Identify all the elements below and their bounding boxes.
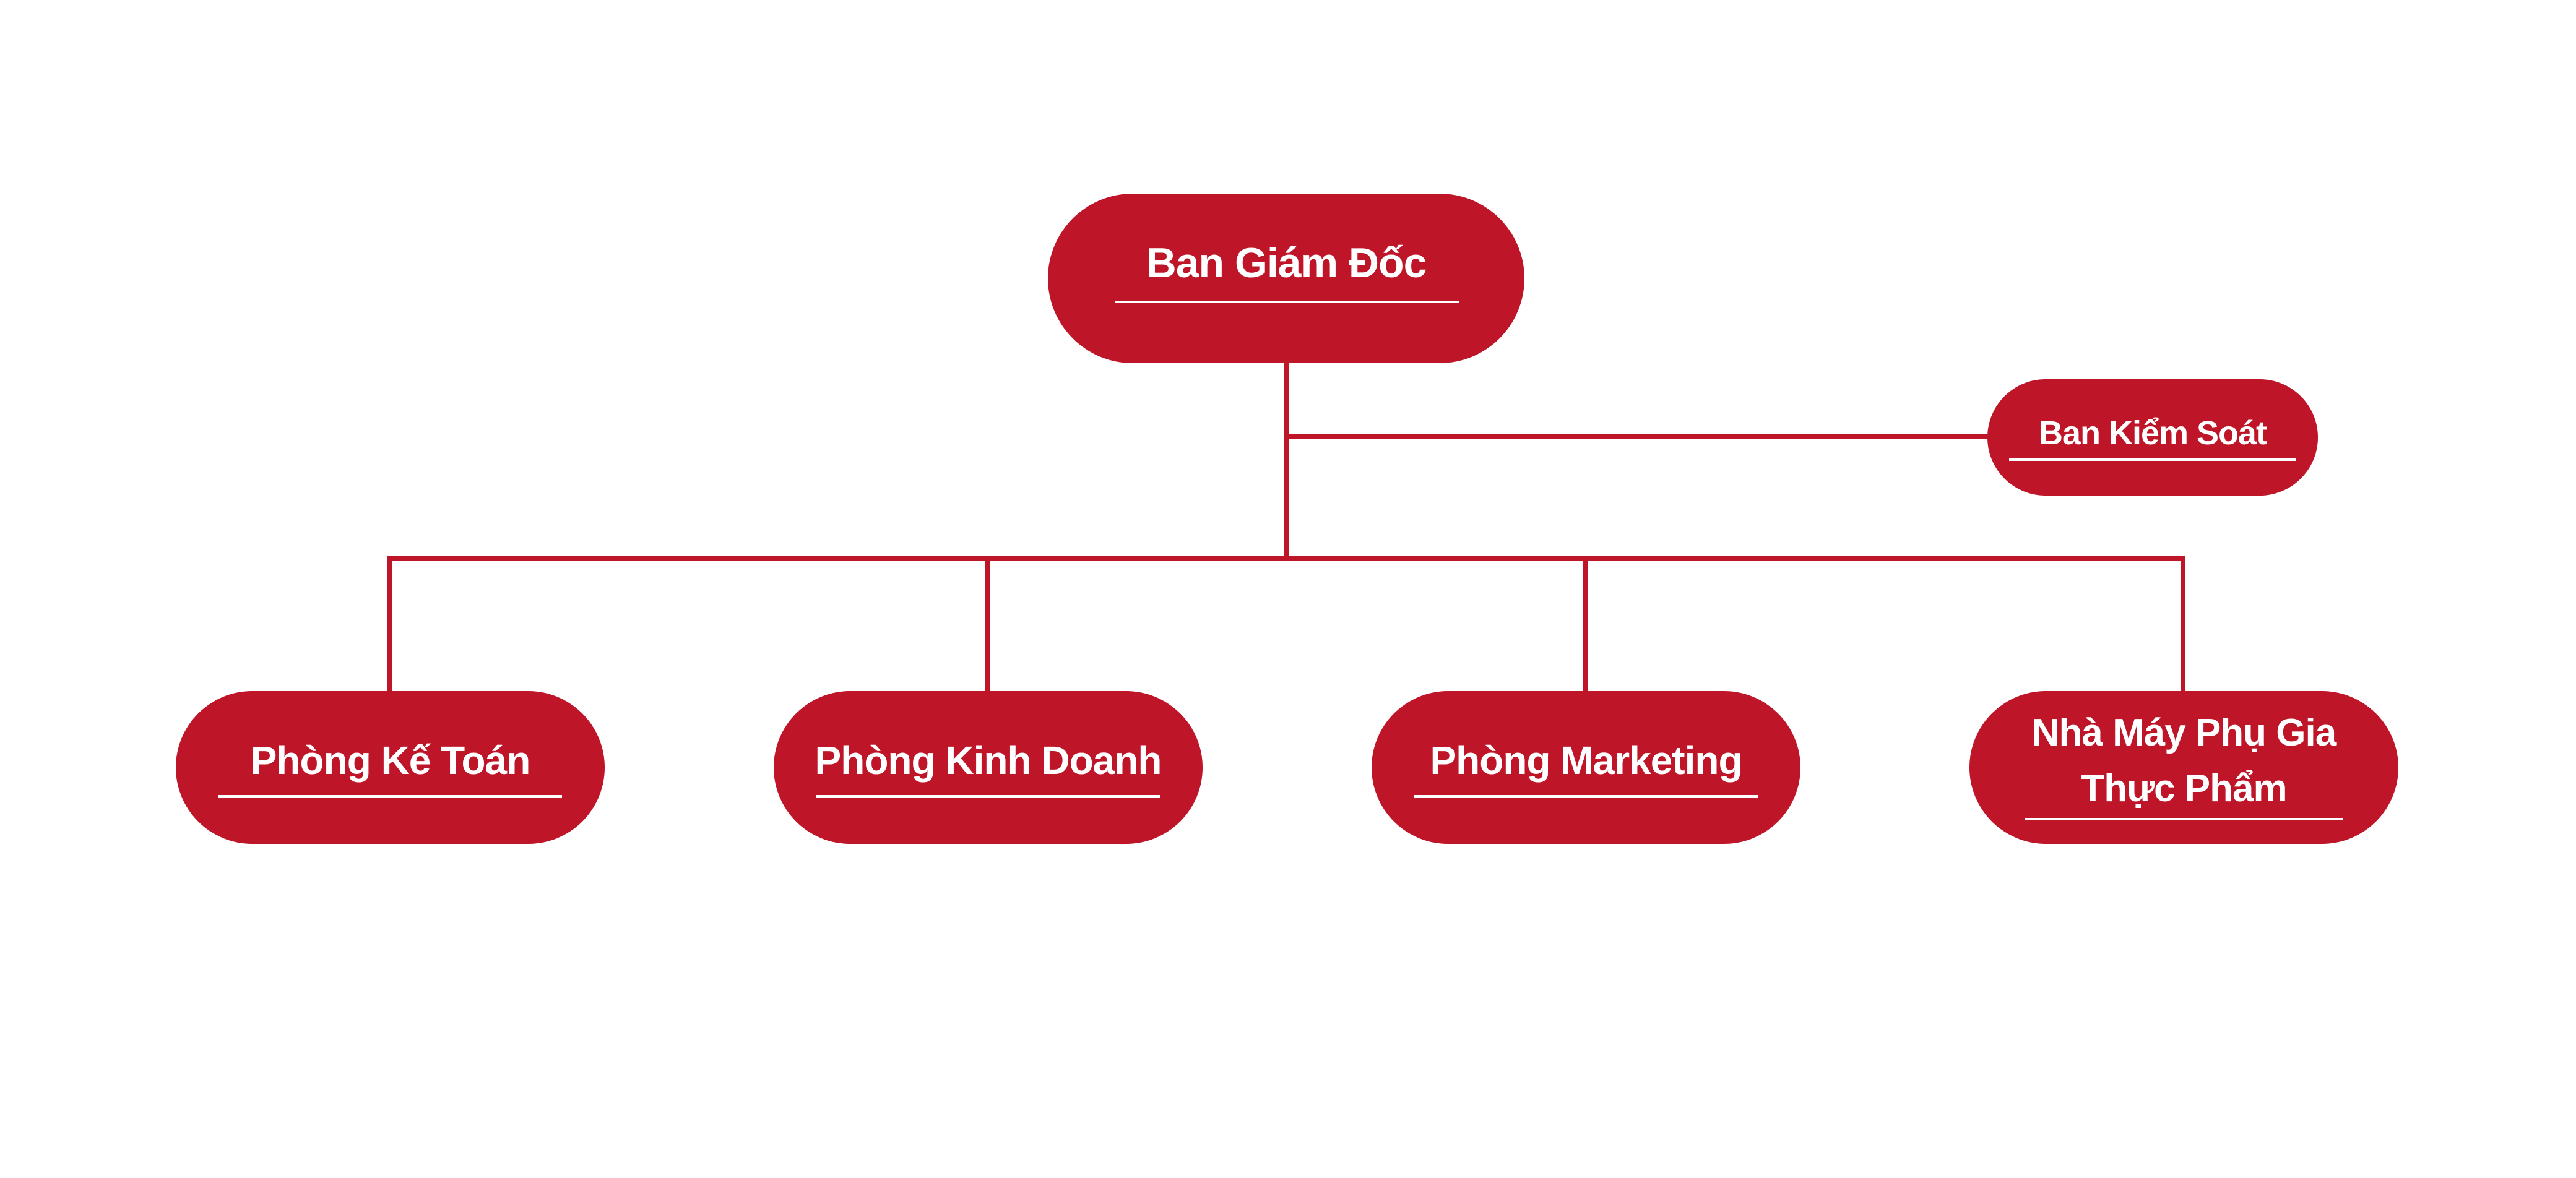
node-accounting: Phòng Kế Toán	[176, 691, 605, 844]
node-label-line2: Thực Phẩm	[2081, 767, 2287, 810]
connector-sales	[985, 556, 990, 693]
connector-control	[1287, 434, 1992, 439]
connector-factory	[2181, 556, 2185, 693]
node-marketing: Phòng Marketing	[1372, 691, 1800, 844]
label-underline	[2009, 458, 2296, 461]
label-underline	[1414, 795, 1758, 798]
label-underline	[816, 795, 1160, 798]
connector-marketing	[1583, 556, 1588, 693]
node-director: Ban Giám Đốc	[1048, 194, 1524, 363]
node-control: Ban Kiểm Soát	[1987, 379, 2318, 496]
node-factory: Nhà Máy Phụ Gia Thực Phẩm	[1969, 691, 2398, 844]
connector-departments-bar	[387, 556, 2185, 561]
connector-accounting	[387, 556, 392, 693]
node-label: Phòng Marketing	[1430, 738, 1742, 783]
node-label: Ban Giám Đốc	[1146, 239, 1427, 286]
node-label: Ban Kiểm Soát	[2038, 415, 2267, 452]
node-label: Phòng Kinh Doanh	[815, 738, 1162, 783]
label-underline	[218, 795, 562, 798]
node-label-line1: Nhà Máy Phụ Gia	[2031, 712, 2336, 754]
node-label: Phòng Kế Toán	[250, 738, 531, 783]
label-underline	[1115, 301, 1459, 303]
connector-director-down	[1284, 362, 1289, 561]
node-sales: Phòng Kinh Doanh	[774, 691, 1203, 844]
label-underline	[2025, 818, 2343, 820]
